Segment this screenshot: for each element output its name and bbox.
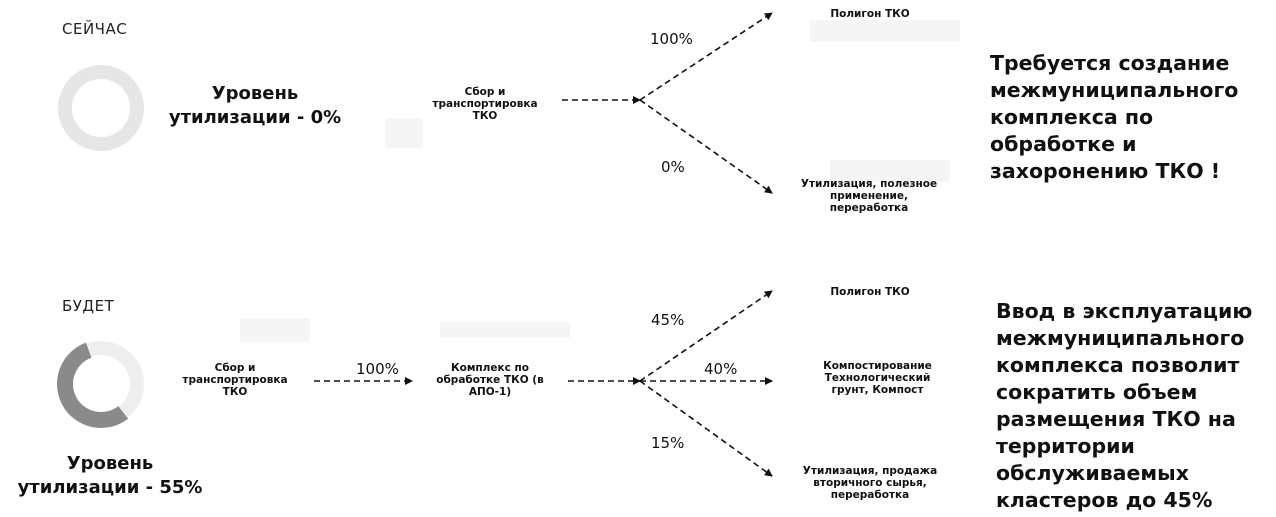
- now-landfill-percent: 100%: [650, 30, 693, 48]
- future-recycle-percent: 15%: [651, 434, 685, 452]
- scan-artifact: [240, 318, 310, 342]
- future-to-recycle-arrow: [639, 380, 773, 477]
- future-level-text: Уровень утилизации - 55%: [17, 453, 203, 498]
- future-complex-node: Комплекс по обработке ТКО (в АПО-1): [436, 362, 544, 398]
- now-recycle-node: Утилизация, полезное применение, перераб…: [800, 178, 938, 214]
- now-recycle-percent: 0%: [661, 158, 685, 176]
- scan-artifact: [385, 118, 423, 148]
- now-level-text: Уровень утилизации - 0%: [168, 83, 342, 128]
- future-landfill-percent: 45%: [651, 311, 685, 329]
- scan-artifact: [440, 322, 570, 338]
- future-to-landfill-arrow: [639, 290, 773, 382]
- now-note: Требуется создание межмуниципального ком…: [990, 51, 1239, 183]
- now-utilization-ring: [58, 65, 144, 151]
- now-to-recycle-arrow: [639, 99, 773, 194]
- future-to-complex-percent: 100%: [356, 360, 399, 378]
- now-collection-node: Сбор и транспортировка ТКО: [432, 86, 538, 122]
- future-compost-node: Компостирование Технологический грунт, К…: [823, 360, 932, 396]
- future-utilization-ring: [57, 341, 144, 428]
- now-to-landfill-arrow: [639, 12, 773, 101]
- future-state-label: БУДЕТ: [62, 297, 115, 315]
- future-compost-percent: 40%: [704, 360, 738, 378]
- future-collection-node: Сбор и транспортировка ТКО: [182, 362, 288, 398]
- now-landfill-node: Полигон ТКО: [830, 8, 910, 20]
- scan-artifact: [810, 20, 960, 42]
- scan-artifact: [830, 160, 950, 182]
- future-recycle-node: Утилизация, продажа вторичного сырья, пе…: [802, 465, 938, 501]
- now-state-label: СЕЙЧАС: [62, 20, 128, 38]
- future-landfill-node: Полигон ТКО: [830, 286, 910, 298]
- future-note: Ввод в эксплуатацию межмуниципального ко…: [996, 299, 1253, 512]
